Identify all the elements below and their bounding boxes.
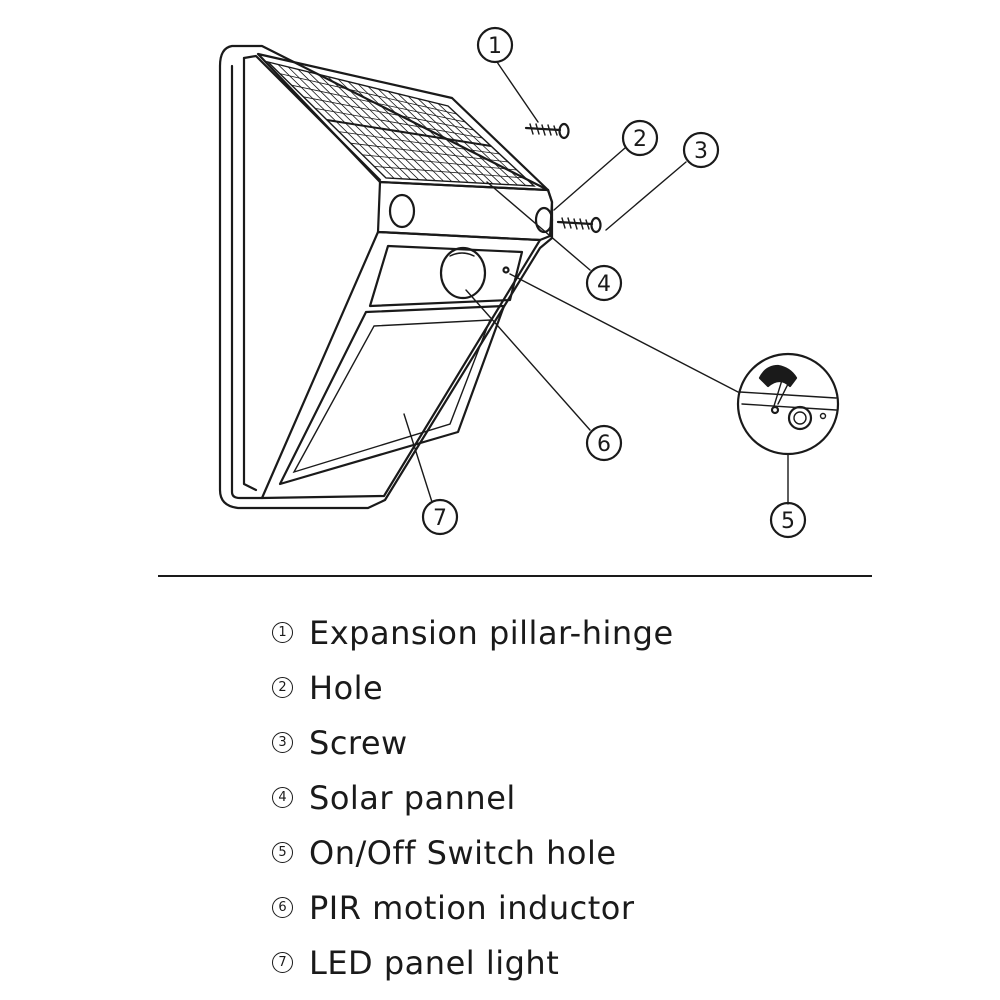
legend-item-hole: 2 Hole xyxy=(270,660,910,715)
svg-text:7: 7 xyxy=(433,506,447,531)
switch-hole-dot xyxy=(502,266,510,274)
callout-4: 4 xyxy=(585,264,623,302)
legend-label: Expansion pillar-hinge xyxy=(309,613,674,652)
solar-panel-grid xyxy=(277,64,527,186)
legend-item-pir-motion-inductor: 6 PIR motion inductor xyxy=(270,880,910,935)
led-panel xyxy=(278,304,506,486)
switch-detail xyxy=(736,352,840,456)
legend-label: On/Off Switch hole xyxy=(309,833,617,872)
callout-5: 5 xyxy=(769,501,807,539)
legend-number: 6 xyxy=(272,897,293,918)
legend-item-led-panel-light: 7 LED panel light xyxy=(270,935,910,990)
legend-label: Solar pannel xyxy=(309,778,516,817)
solar-grid-line xyxy=(362,154,517,171)
solar-panel xyxy=(256,52,550,192)
legend-label: LED panel light xyxy=(309,943,560,982)
callout-6: 6 xyxy=(585,424,623,462)
solar-grid-line xyxy=(350,142,509,163)
legend-item-expansion-pillar-hinge: 1 Expansion pillar-hinge xyxy=(270,605,910,660)
svg-text:1: 1 xyxy=(488,34,502,59)
svg-text:5: 5 xyxy=(781,509,795,534)
legend-item-on-off-switch-hole: 5 On/Off Switch hole xyxy=(270,825,910,880)
legend-number: 4 xyxy=(272,787,293,808)
legend-label: Hole xyxy=(309,668,384,707)
legend-label: PIR motion inductor xyxy=(309,888,635,927)
solar-grid-line xyxy=(291,84,466,123)
callout-3: 3 xyxy=(682,131,720,169)
screw-1 xyxy=(524,122,570,140)
hinge-hole-right xyxy=(534,206,554,234)
svg-text:3: 3 xyxy=(694,139,708,164)
solar-grid-line xyxy=(338,131,500,155)
solar-grid-line xyxy=(315,108,483,139)
legend-number: 7 xyxy=(272,952,293,973)
svg-text:6: 6 xyxy=(597,432,611,457)
svg-text:2: 2 xyxy=(633,127,647,152)
solar-grid-line xyxy=(279,73,457,115)
legend-number: 3 xyxy=(272,732,293,753)
hinge-bar xyxy=(376,180,554,242)
light-body xyxy=(260,230,542,500)
legend-number: 5 xyxy=(272,842,293,863)
screw-2 xyxy=(556,216,602,234)
pir-sensor xyxy=(439,246,487,300)
callout-2: 2 xyxy=(621,119,659,157)
legend-number: 2 xyxy=(272,677,293,698)
solar-grid-line xyxy=(374,166,526,179)
legend-number: 1 xyxy=(272,622,293,643)
leader-lines xyxy=(403,61,789,505)
legend-item-solar-pannel: 4 Solar pannel xyxy=(270,770,910,825)
legend-label: Screw xyxy=(309,723,408,762)
solar-grid-line xyxy=(303,96,474,131)
callout-1: 1 xyxy=(476,26,514,64)
hinge-hole-left xyxy=(388,193,416,229)
legend: 1 Expansion pillar-hinge 2 Hole 3 Screw … xyxy=(270,605,910,990)
solar-grid-line xyxy=(326,119,492,147)
back-plate xyxy=(218,44,554,510)
svg-text:4: 4 xyxy=(597,272,611,297)
callout-7: 7 xyxy=(421,498,459,536)
legend-item-screw: 3 Screw xyxy=(270,715,910,770)
